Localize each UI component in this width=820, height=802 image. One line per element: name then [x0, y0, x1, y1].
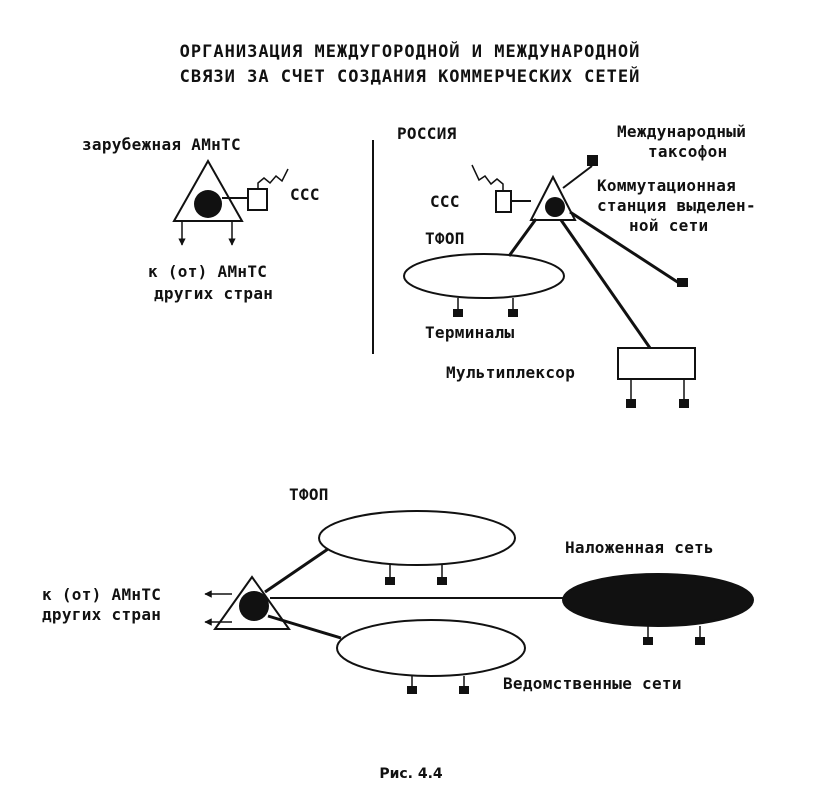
- payphone-label-2: таксофон: [648, 142, 727, 161]
- overlay-label: Наложенная сеть: [565, 538, 714, 557]
- terminal-icon: [677, 278, 688, 287]
- payphone-icon: [587, 155, 598, 166]
- payphone-label-1: Международный: [617, 122, 746, 141]
- bottom-tfop-network: [318, 510, 516, 566]
- foreign-amnts-station: [172, 158, 244, 222]
- mux-link: [559, 219, 652, 349]
- title-line-2: СВЯЗИ ЗА СЧЕТ СОЗДАНИЯ КОММЕРЧЕСКИХ СЕТЕ…: [180, 65, 641, 87]
- tfop-link: [264, 547, 329, 594]
- left-panel: зарубежная АМнТС ССС к (от) АМнТС других…: [82, 135, 320, 303]
- tfop-link: [507, 218, 538, 257]
- bottom-panel: ТФОП к (от) АМнТС других стран Наложенна…: [42, 485, 754, 694]
- title-line-1: ОРГАНИЗАЦИЯ МЕЖДУГОРОДНОЙ И МЕЖДУНАРОДНО…: [180, 40, 641, 62]
- departmental-label: Ведомственные сети: [503, 674, 682, 693]
- multiplexer: [617, 347, 696, 380]
- terminal-icon: [626, 399, 636, 408]
- bottom-side-label-2: других стран: [42, 605, 161, 624]
- terminal-icon: [695, 637, 705, 645]
- terminal-icon: [453, 309, 463, 317]
- station-label-3: ной сети: [629, 216, 708, 235]
- terminals-label: Терминалы: [425, 323, 514, 342]
- country-label: РОССИЯ: [397, 124, 457, 143]
- foreign-station-label: зарубежная АМнТС: [82, 135, 241, 154]
- tfop-label: ТФОП: [425, 229, 465, 248]
- right-panel: РОССИЯ Международный таксофон Коммутацио…: [397, 122, 756, 408]
- figure-caption: Рис. 4.4: [379, 766, 443, 782]
- station-label-1: Коммутационная: [597, 176, 736, 195]
- overlay-network: [562, 573, 754, 627]
- departmental-network: [336, 619, 526, 677]
- foreign-bottom-label-2: других стран: [154, 284, 273, 303]
- tfop-network: [403, 253, 565, 299]
- terminal-icon: [679, 399, 689, 408]
- sss-box: [247, 188, 268, 211]
- terminal-icon: [508, 309, 518, 317]
- station-label-2: станция выделен-: [597, 196, 756, 215]
- terminal-icon: [407, 686, 417, 694]
- mux-label: Мультиплексор: [446, 363, 575, 382]
- commutation-station: [529, 174, 577, 221]
- sss-label: ССС: [430, 192, 460, 211]
- terminal-icon: [437, 577, 447, 585]
- terminal-icon: [643, 637, 653, 645]
- bottom-side-label-1: к (от) АМнТС: [42, 585, 161, 604]
- sss-box: [495, 190, 512, 213]
- terminal-icon: [385, 577, 395, 585]
- departmental-link: [267, 614, 342, 640]
- sss-antenna-icon: [471, 164, 504, 191]
- sss-antenna-icon: [257, 168, 289, 189]
- sss-label: ССС: [290, 185, 320, 204]
- foreign-bottom-label-1: к (от) АМнТС: [148, 262, 267, 281]
- payphone-link: [562, 165, 593, 189]
- terminal-link: [569, 210, 680, 285]
- bottom-tfop-label: ТФОП: [289, 485, 329, 504]
- terminal-icon: [459, 686, 469, 694]
